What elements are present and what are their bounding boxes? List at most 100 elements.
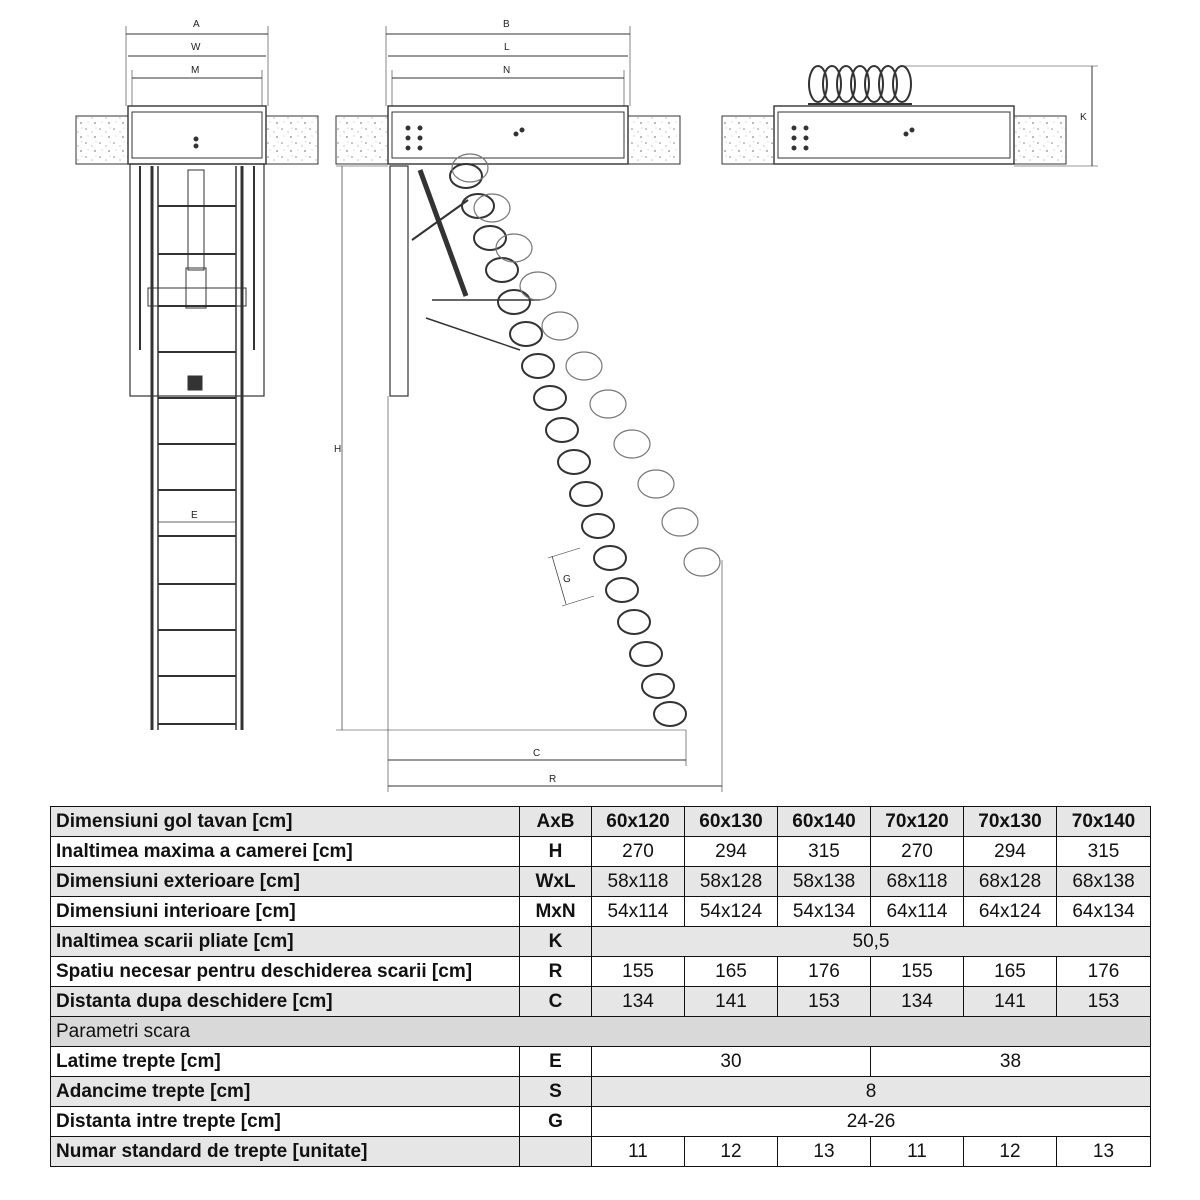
table-cell-merged: 38 — [870, 1046, 1151, 1077]
table-row: Dimensiuni gol tavan [cm] AxB 60x120 60x… — [50, 806, 1151, 837]
table-cell: 70x130 — [963, 806, 1057, 837]
row-code: MxN — [519, 896, 592, 927]
table-cell: 58x128 — [684, 866, 778, 897]
table-cell: 13 — [1056, 1136, 1151, 1167]
row-code: H — [519, 836, 592, 867]
table-cell: 153 — [1056, 986, 1151, 1017]
table-cell: 60x140 — [777, 806, 871, 837]
label-h: H — [334, 444, 341, 455]
table-cell: 64x134 — [1056, 896, 1151, 927]
table-cell: 155 — [870, 956, 964, 987]
hatch-frame — [127, 105, 267, 165]
table-cell: 70x140 — [1056, 806, 1151, 837]
row-code: K — [519, 926, 592, 957]
table-cell: 60x130 — [684, 806, 778, 837]
row-code: G — [519, 1106, 592, 1137]
table-cell: 134 — [870, 986, 964, 1017]
folded-coils — [808, 65, 912, 105]
table-row: Distanta intre trepte [cm] G 24-26 — [50, 1106, 1151, 1137]
row-label: Latime trepte [cm] — [50, 1046, 520, 1077]
row-code: AxB — [519, 806, 592, 837]
side-view — [335, 26, 723, 792]
label-e: E — [191, 510, 198, 521]
technical-drawing: A W M E — [75, 19, 1098, 792]
table-cell-merged: 8 — [591, 1076, 1151, 1107]
label-m: M — [191, 65, 199, 76]
label-l: L — [504, 42, 510, 53]
table-cell: 153 — [777, 986, 871, 1017]
table-cell: 64x124 — [963, 896, 1057, 927]
scissor-ladder — [449, 163, 687, 727]
table-cell: 13 — [777, 1136, 871, 1167]
table-cell: 141 — [963, 986, 1057, 1017]
table-cell: 70x120 — [870, 806, 964, 837]
row-label: Distanta intre trepte [cm] — [50, 1106, 520, 1137]
table-row: Spatiu necesar pentru deschiderea scarii… — [50, 956, 1151, 987]
table-cell: 64x114 — [870, 896, 964, 927]
table-cell: 54x114 — [591, 896, 685, 927]
row-label: Spatiu necesar pentru deschiderea scarii… — [50, 956, 520, 987]
table-row: Latime trepte [cm] E 30 38 — [50, 1046, 1151, 1077]
table-cell: 141 — [684, 986, 778, 1017]
table-row: Inaltimea scarii pliate [cm] K 50,5 — [50, 926, 1151, 957]
row-code: WxL — [519, 866, 592, 897]
table-cell-merged: 30 — [591, 1046, 871, 1077]
table-cell: 68x118 — [870, 866, 964, 897]
table-cell: 12 — [684, 1136, 778, 1167]
table-cell: 176 — [777, 956, 871, 987]
row-label: Dimensiuni exterioare [cm] — [50, 866, 520, 897]
label-a: A — [193, 19, 200, 30]
row-code: C — [519, 986, 592, 1017]
row-label: Adancime trepte [cm] — [50, 1076, 520, 1107]
table-section-row: Parametri scara — [50, 1016, 1151, 1047]
table-row: Distanta dupa deschidere [cm] C 134 141 … — [50, 986, 1151, 1017]
label-b: B — [503, 19, 510, 30]
ceiling-slab-right — [1013, 115, 1067, 165]
table-cell: 54x134 — [777, 896, 871, 927]
row-label: Dimensiuni gol tavan [cm] — [50, 806, 520, 837]
row-code: R — [519, 956, 592, 987]
table-cell: 270 — [870, 836, 964, 867]
label-n: N — [503, 65, 510, 76]
row-code: E — [519, 1046, 592, 1077]
table-row: Dimensiuni exterioare [cm] WxL 58x118 58… — [50, 866, 1151, 897]
label-w: W — [191, 42, 201, 53]
front-view — [75, 26, 319, 730]
table-cell: 11 — [591, 1136, 685, 1167]
label-c: C — [533, 748, 540, 759]
folded-view — [721, 65, 1098, 167]
table-cell: 12 — [963, 1136, 1057, 1167]
table-cell-merged: 24-26 — [591, 1106, 1151, 1137]
table-row: Adancime trepte [cm] S 8 — [50, 1076, 1151, 1107]
table-cell: 165 — [684, 956, 778, 987]
table-cell: 60x120 — [591, 806, 685, 837]
table-cell: 134 — [591, 986, 685, 1017]
table-cell-merged: 50,5 — [591, 926, 1151, 957]
ceiling-slab-left — [75, 115, 129, 165]
table-cell: 58x118 — [591, 866, 685, 897]
table-cell: 315 — [777, 836, 871, 867]
table-cell: 155 — [591, 956, 685, 987]
scissor-ladder-ghost — [451, 153, 721, 577]
section-title: Parametri scara — [50, 1016, 1151, 1047]
row-code: S — [519, 1076, 592, 1107]
label-k: K — [1080, 112, 1087, 123]
row-code — [519, 1136, 592, 1167]
hatch-frame — [387, 105, 629, 165]
table-cell: 270 — [591, 836, 685, 867]
table-row: Numar standard de trepte [unitate] 11 12… — [50, 1136, 1151, 1167]
row-label: Inaltimea maxima a camerei [cm] — [50, 836, 520, 867]
table-cell: 294 — [684, 836, 778, 867]
table-cell: 294 — [963, 836, 1057, 867]
label-g: G — [563, 574, 571, 585]
table-cell: 58x138 — [777, 866, 871, 897]
table-cell: 68x128 — [963, 866, 1057, 897]
table-row: Inaltimea maxima a camerei [cm] H 270 29… — [50, 836, 1151, 867]
label-r: R — [549, 774, 556, 785]
table-cell: 68x138 — [1056, 866, 1151, 897]
ceiling-slab-right — [627, 115, 681, 165]
row-label: Numar standard de trepte [unitate] — [50, 1136, 520, 1167]
table-row: Dimensiuni interioare [cm] MxN 54x114 54… — [50, 896, 1151, 927]
ceiling-slab-right — [265, 115, 319, 165]
table-cell: 54x124 — [684, 896, 778, 927]
